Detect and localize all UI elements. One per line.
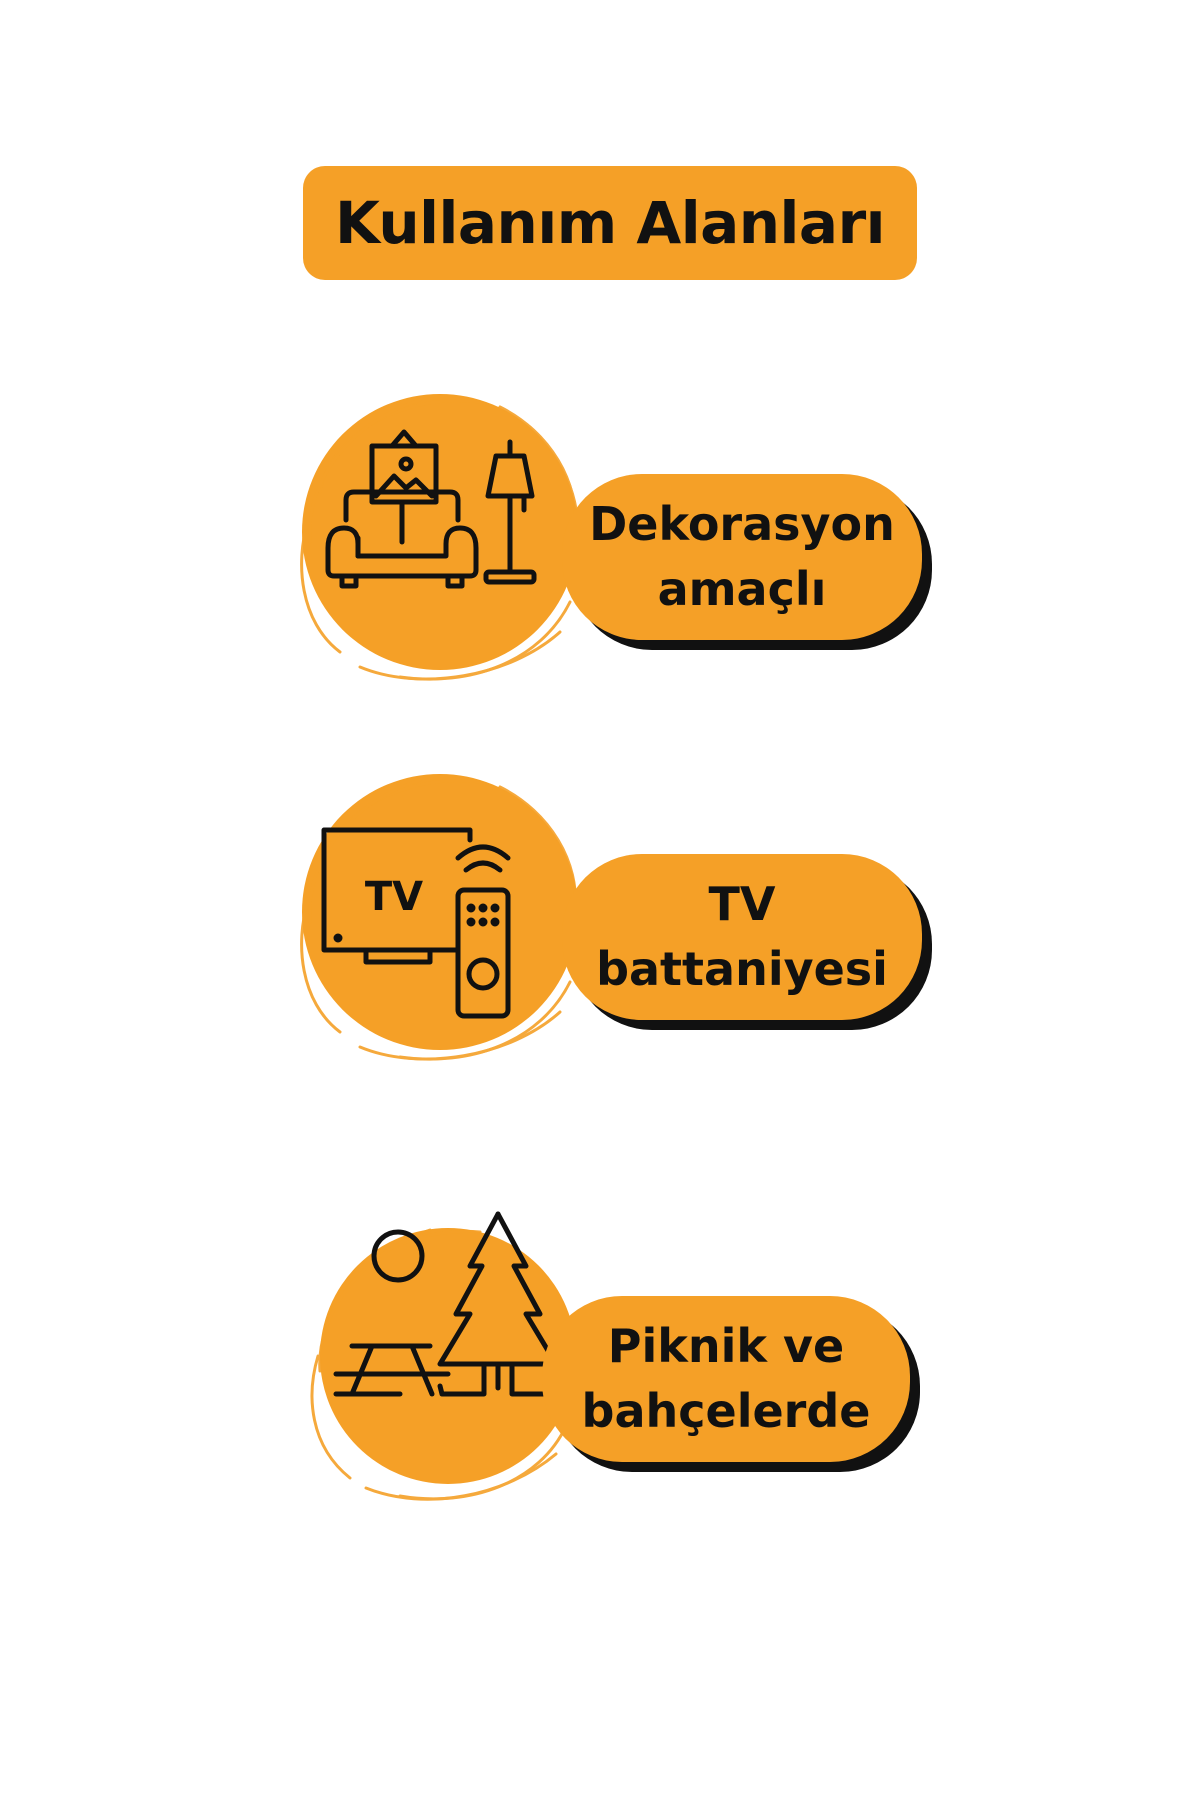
usage-label-pill: TV battaniyesi xyxy=(562,854,922,1020)
usage-item-picnic: Piknik ve bahçelerde xyxy=(280,1196,940,1516)
page-title-badge: Kullanım Alanları xyxy=(303,166,917,280)
usage-item-tv: TV TV battaniyesi xyxy=(280,752,940,1072)
page-title: Kullanım Alanları xyxy=(334,189,886,257)
tv-remote-icon: TV xyxy=(280,752,600,1072)
usage-item-decoration: Dekorasyon amaçlı xyxy=(280,372,940,692)
usage-label: Dekorasyon amaçlı xyxy=(589,496,895,616)
usage-label: Piknik ve bahçelerde xyxy=(581,1318,871,1438)
usage-label-pill: Piknik ve bahçelerde xyxy=(542,1296,910,1462)
picnic-tree-icon xyxy=(280,1196,600,1516)
living-room-icon xyxy=(280,372,600,692)
tv-icon-text: TV xyxy=(365,874,423,920)
usage-label-pill: Dekorasyon amaçlı xyxy=(562,474,922,640)
usage-label: TV battaniyesi xyxy=(596,876,888,996)
